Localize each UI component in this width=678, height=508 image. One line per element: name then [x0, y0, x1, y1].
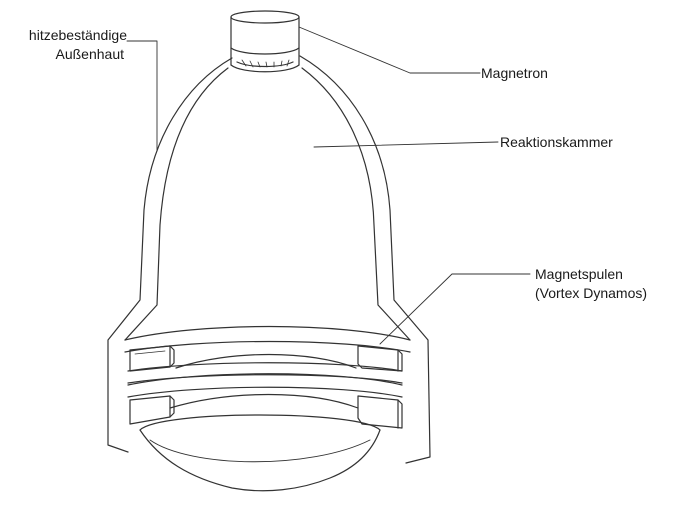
outer-skin-left [107, 57, 233, 453]
leader-magnetron [298, 26, 481, 74]
leader-outer-skin [126, 40, 158, 151]
chamber-wall-right [301, 67, 411, 341]
chamber-wall-left [124, 67, 229, 341]
magnetic-coil-lower [127, 373, 403, 429]
magnetron-cylinder [230, 10, 300, 73]
label-coils-line2: (Vortex Dynamos) [535, 285, 647, 301]
label-reaction-chamber: Reaktionskammer [500, 134, 613, 150]
label-outer-skin-line2: Außenhaut [56, 46, 125, 62]
chamber-bottom [139, 414, 381, 492]
outer-skin-right [299, 55, 431, 464]
label-magnetron: Magnetron [481, 65, 548, 81]
label-outer-skin-line1: hitzebeständige [29, 27, 127, 43]
magnetic-coil-upper [124, 325, 411, 372]
label-coils-line1: Magnetspulen [535, 266, 623, 282]
coil-spacer-ring [127, 362, 403, 372]
leader-chamber [313, 141, 499, 148]
leader-coils [379, 273, 531, 345]
